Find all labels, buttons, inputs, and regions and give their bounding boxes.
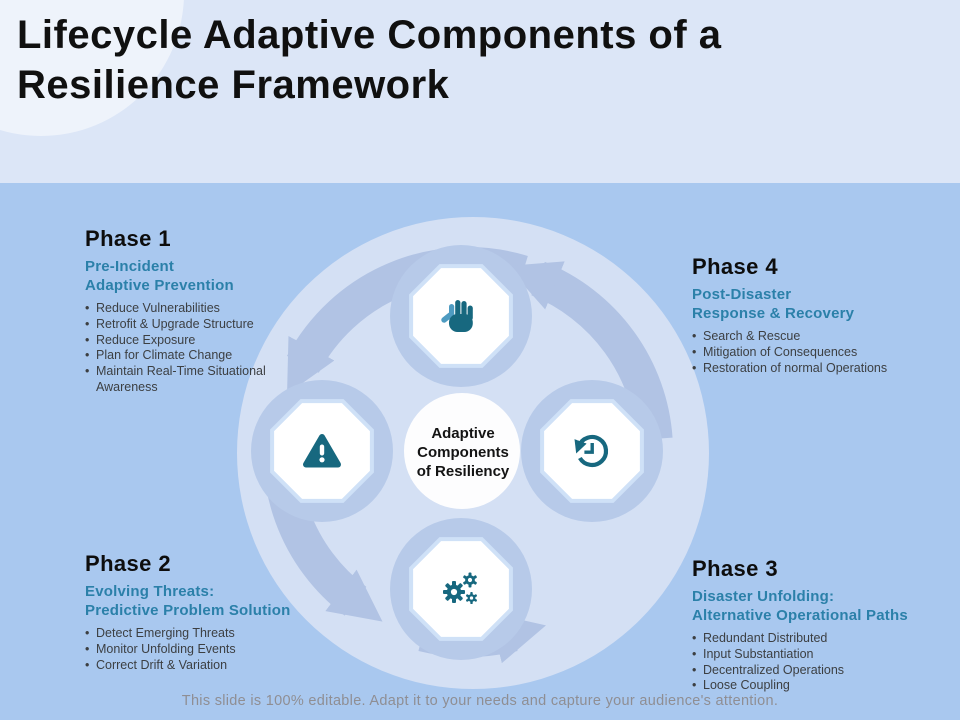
phase-1-title: Phase 1 xyxy=(85,226,171,251)
bullet-item: Monitor Unfolding Events xyxy=(85,642,305,658)
phase-2-subtitle-1: Evolving Threats: xyxy=(85,583,215,600)
page-title-line-1: Lifecycle Adaptive Components of a xyxy=(17,13,722,57)
phase-1-bullets: Reduce Vulnerabilities Retrofit & Upgrad… xyxy=(85,301,290,396)
phase-4-bullets: Search & Rescue Mitigation of Consequenc… xyxy=(692,329,932,376)
bullet-item: Mitigation of Consequences xyxy=(692,345,932,361)
header-band xyxy=(0,0,960,183)
phase-3-block: Phase 3 Disaster Unfolding: Alternative … xyxy=(692,556,932,694)
phase-3-subtitle-2: Alternative Operational Paths xyxy=(692,607,908,624)
bullet-item: Retrofit & Upgrade Structure xyxy=(85,317,290,333)
phase-1-block: Phase 1 Pre-Incident Adaptive Prevention… xyxy=(85,226,290,396)
bullet-item: Redundant Distributed xyxy=(692,631,932,647)
bullet-item: Restoration of normal Operations xyxy=(692,361,932,377)
warning-triangle-icon xyxy=(303,434,341,468)
octagon-bottom xyxy=(409,537,513,641)
phase-2-bullets: Detect Emerging Threats Monitor Unfoldin… xyxy=(85,626,305,673)
bullet-item: Reduce Exposure xyxy=(85,333,290,349)
phase-4-block: Phase 4 Post-Disaster Response & Recover… xyxy=(692,254,932,376)
stop-hand-icon xyxy=(441,300,473,332)
phase-3-title: Phase 3 xyxy=(692,556,778,581)
center-label-line-2: Components xyxy=(417,443,509,461)
center-label: Adaptive Components of Resiliency xyxy=(404,396,522,508)
bullet-item: Correct Drift & Variation xyxy=(85,658,305,674)
bullet-item: Plan for Climate Change xyxy=(85,348,290,364)
bullet-item: Search & Rescue xyxy=(692,329,932,345)
phase-2-block: Phase 2 Evolving Threats: Predictive Pro… xyxy=(85,551,305,673)
center-circle xyxy=(404,393,520,509)
gears-icon xyxy=(443,572,478,604)
phase-4-subtitle-1: Post-Disaster xyxy=(692,286,792,303)
phase-4-title: Phase 4 xyxy=(692,254,778,279)
footer-note: This slide is 100% editable. Adapt it to… xyxy=(181,693,779,709)
phase-1-subtitle-2: Adaptive Prevention xyxy=(85,277,234,294)
phase-2-subtitle-2: Predictive Problem Solution xyxy=(85,602,291,619)
bullet-item: Reduce Vulnerabilities xyxy=(85,301,290,317)
history-restore-icon xyxy=(574,434,609,468)
bullet-item: Decentralized Operations xyxy=(692,663,932,679)
phase-4-subtitle-2: Response & Recovery xyxy=(692,305,855,322)
phase-2-title: Phase 2 xyxy=(85,551,171,576)
bullet-item: Maintain Real-Time Situational Awareness xyxy=(85,364,290,396)
center-label-line-3: of Resiliency xyxy=(416,462,510,480)
phase-3-subtitle-1: Disaster Unfolding: xyxy=(692,588,835,605)
phase-1-subtitle-1: Pre-Incident xyxy=(85,258,175,275)
center-label-line-1: Adaptive xyxy=(431,424,495,442)
phase-3-bullets: Redundant Distributed Input Substantiati… xyxy=(692,631,932,694)
bullet-item: Input Substantiation xyxy=(692,647,932,663)
bullet-item: Detect Emerging Threats xyxy=(85,626,305,642)
page-title-line-2: Resilience Framework xyxy=(17,63,450,107)
bullet-item: Loose Coupling xyxy=(692,678,932,694)
page-title: Lifecycle Adaptive Components of a Resil… xyxy=(17,10,722,110)
